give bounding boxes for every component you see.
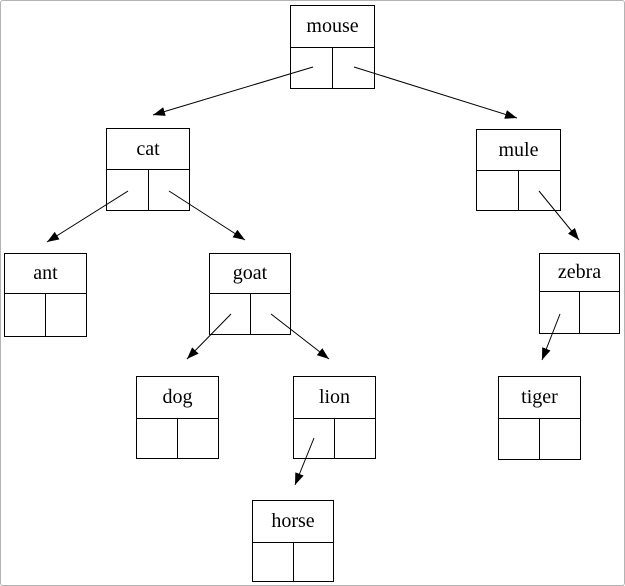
left-pointer-cell (294, 419, 335, 458)
node-label-zebra: zebra (540, 254, 619, 292)
pointer-cells (540, 292, 619, 333)
node-label-goat: goat (210, 254, 290, 294)
tree-node-horse: horse (252, 500, 334, 582)
pointer-cells (291, 48, 374, 88)
right-pointer-cell (178, 419, 218, 458)
right-pointer-cell (149, 170, 190, 210)
node-label-dog: dog (137, 377, 218, 419)
tree-node-cat: cat (106, 128, 190, 211)
pointer-cells (137, 419, 218, 458)
node-label-tiger: tiger (499, 377, 580, 419)
left-pointer-cell (253, 543, 294, 581)
right-pointer-cell (251, 294, 291, 334)
right-pointer-cell (580, 292, 619, 333)
left-pointer-cell (137, 419, 178, 458)
right-pointer-cell (333, 48, 374, 88)
left-pointer-cell (107, 170, 149, 210)
pointer-cells (210, 294, 290, 334)
pointer-cells (499, 419, 580, 459)
node-label-mule: mule (477, 130, 560, 171)
node-label-cat: cat (107, 129, 189, 170)
edge-mouse-cat (152, 66, 314, 116)
node-label-lion: lion (294, 377, 375, 419)
right-pointer-cell (335, 419, 375, 458)
tree-node-lion: lion (293, 376, 376, 459)
pointer-cells (477, 171, 560, 210)
left-pointer-cell (477, 171, 519, 210)
left-pointer-cell (291, 48, 333, 88)
tree-node-mule: mule (476, 129, 561, 211)
tree-node-ant: ant (4, 253, 87, 337)
edge-mouse-mule (353, 66, 518, 119)
tree-node-zebra: zebra (539, 253, 620, 334)
left-pointer-cell (540, 292, 580, 333)
right-pointer-cell (46, 294, 86, 336)
pointer-cells (5, 294, 86, 336)
tree-node-mouse: mouse (290, 5, 375, 89)
left-pointer-cell (499, 419, 540, 459)
right-pointer-cell (519, 171, 560, 210)
node-label-ant: ant (5, 254, 86, 294)
tree-node-dog: dog (136, 376, 219, 459)
right-pointer-cell (540, 419, 580, 459)
pointer-cells (294, 419, 375, 458)
right-pointer-cell (294, 543, 334, 581)
pointer-cells (107, 170, 189, 210)
tree-node-tiger: tiger (498, 376, 581, 460)
left-pointer-cell (5, 294, 46, 336)
pointer-cells (253, 543, 333, 581)
tree-node-goat: goat (209, 253, 291, 335)
node-label-mouse: mouse (291, 6, 374, 48)
left-pointer-cell (210, 294, 251, 334)
node-label-horse: horse (253, 501, 333, 543)
